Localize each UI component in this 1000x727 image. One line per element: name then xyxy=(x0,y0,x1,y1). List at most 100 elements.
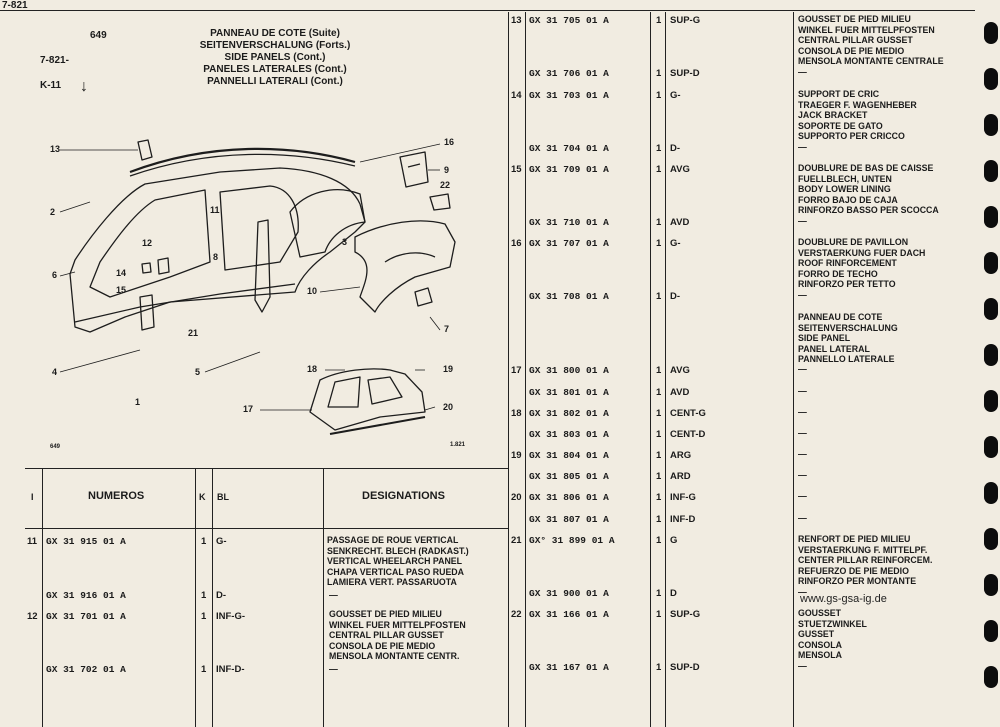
quantity: 1 xyxy=(656,291,662,302)
designation-line: VERSTAERKUNG F. MITTELPF. xyxy=(798,544,928,555)
part-number: GX 31 708 01 A xyxy=(529,291,609,302)
designation-line: — xyxy=(798,407,807,417)
position-code: ARD xyxy=(670,471,691,482)
binder-hole xyxy=(984,666,998,688)
sub-code: K-11 xyxy=(40,80,62,91)
position-code: G- xyxy=(670,238,681,249)
binder-hole xyxy=(984,206,998,228)
position-code: INF-D xyxy=(670,514,696,525)
designation-line: TRAEGER F. WAGENHEBER xyxy=(798,99,917,110)
quantity: 1 xyxy=(656,68,662,79)
page-number: 649 xyxy=(90,30,107,41)
designation-line: — xyxy=(798,67,807,77)
quantity: 1 xyxy=(656,609,662,620)
center-divider xyxy=(508,12,509,727)
binder-hole xyxy=(984,68,998,90)
col-divider-k-right xyxy=(665,12,666,727)
designation: — xyxy=(798,364,807,375)
callout-14: 14 xyxy=(116,268,127,278)
part-number: GX 31 707 01 A xyxy=(529,238,609,249)
part-number: GX 31 703 01 A xyxy=(529,90,609,101)
position-code: AVG xyxy=(670,365,690,376)
col-divider-num-right xyxy=(650,12,651,727)
quantity: 1 xyxy=(656,238,662,249)
callout-22: 22 xyxy=(440,180,451,190)
callout-12: 12 xyxy=(142,238,153,248)
page-title: PANNEAU DE COTE (Suite) SEITENVERSCHALUN… xyxy=(160,28,390,88)
designation-es: CHAPA VERTICAL PASO RUEDA xyxy=(327,566,465,577)
part-number: GX 31 800 01 A xyxy=(529,365,609,376)
part-number: GX 31 807 01 A xyxy=(529,514,609,525)
callout-11: 11 xyxy=(210,205,220,215)
designation-line: SIDE PANEL xyxy=(798,333,851,343)
col-divider-bl xyxy=(323,468,324,727)
designation-line: RINFORZO BASSO PER SCOCCA xyxy=(798,205,939,215)
designation-line: STUETZWINKEL xyxy=(798,618,867,629)
designation-line: ROOF RINFORCEMENT xyxy=(798,258,897,268)
quantity: 1 xyxy=(656,365,662,376)
row-index: 20 xyxy=(511,492,522,503)
part-number: GX 31 166 01 A xyxy=(529,609,609,620)
title-it: PANNELLI LATERALI (Cont.) xyxy=(207,76,343,87)
row-index: 17 xyxy=(511,365,522,376)
designation-line: FORRO DE TECHO xyxy=(798,268,878,279)
quantity: 1 xyxy=(656,90,662,101)
binder-hole xyxy=(984,114,998,136)
exploded-parts-diagram xyxy=(59,139,456,435)
title-de: SEITENVERSCHALUNG (Forts.) xyxy=(199,40,351,51)
designation-de: WINKEL FUER MITTELPFOSTEN xyxy=(329,619,466,630)
quantity: 1 xyxy=(656,662,662,673)
part-number: GX 31 705 01 A xyxy=(529,15,609,26)
binder-hole xyxy=(984,528,998,550)
designation-line: BODY LOWER LINING xyxy=(798,184,891,194)
designation-line: GUSSET xyxy=(798,629,835,639)
designation: PASSAGE DE ROUE VERTICAL SENKRECHT. BLEC… xyxy=(327,535,469,588)
binder-hole xyxy=(984,436,998,458)
callout-3: 3 xyxy=(342,237,348,247)
col-divider-bl-right xyxy=(793,12,794,727)
designation-line: SUPPORT DE CRIC xyxy=(798,89,880,99)
position-code: CENT-D xyxy=(670,429,706,440)
row-index: 16 xyxy=(511,238,522,249)
binder-hole xyxy=(984,344,998,366)
designation-line: MENSOLA MONTANTE CENTRALE xyxy=(798,56,944,66)
part-number: GX 31 704 01 A xyxy=(529,143,609,154)
position-code: SUP-D xyxy=(670,662,700,673)
designation: — xyxy=(798,407,807,418)
header-numeros: NUMEROS xyxy=(88,490,145,502)
part-number: GX 31 709 01 A xyxy=(529,164,609,175)
part-number: GX° 31 899 01 A xyxy=(529,535,615,546)
figure-tag-left: 649 xyxy=(50,444,61,450)
header-index: I xyxy=(31,492,34,502)
position-code: D- xyxy=(670,143,681,154)
designation: — xyxy=(798,513,807,524)
callout-1: 1 xyxy=(135,397,141,407)
position-code: D xyxy=(670,588,677,599)
designation-line: FUELLBLECH, UNTEN xyxy=(798,173,892,184)
designation-en: CENTRAL PILLAR GUSSET xyxy=(329,630,444,640)
quantity: 1 xyxy=(656,143,662,154)
callout-9: 9 xyxy=(444,165,450,175)
part-number: GX 31 702 01 A xyxy=(46,664,126,675)
col-divider-num xyxy=(195,468,196,727)
designation: — xyxy=(798,290,807,301)
top-rule xyxy=(0,10,975,11)
row-index: 12 xyxy=(27,611,38,622)
position-code: G- xyxy=(216,536,227,547)
row-index: 14 xyxy=(511,90,522,101)
designation-line: PANEL LATERAL xyxy=(798,343,870,354)
callout-20: 20 xyxy=(443,402,454,412)
quantity: 1 xyxy=(656,588,662,599)
quantity: 1 xyxy=(656,217,662,228)
designation: — xyxy=(798,587,807,598)
position-code: G xyxy=(670,535,678,546)
designation-line: MENSOLA xyxy=(798,650,842,660)
designation-line: PANNELLO LATERALE xyxy=(798,354,895,364)
part-number: GX 31 801 01 A xyxy=(529,387,609,398)
quantity: 1 xyxy=(656,15,662,26)
designation-line: — xyxy=(798,364,807,374)
